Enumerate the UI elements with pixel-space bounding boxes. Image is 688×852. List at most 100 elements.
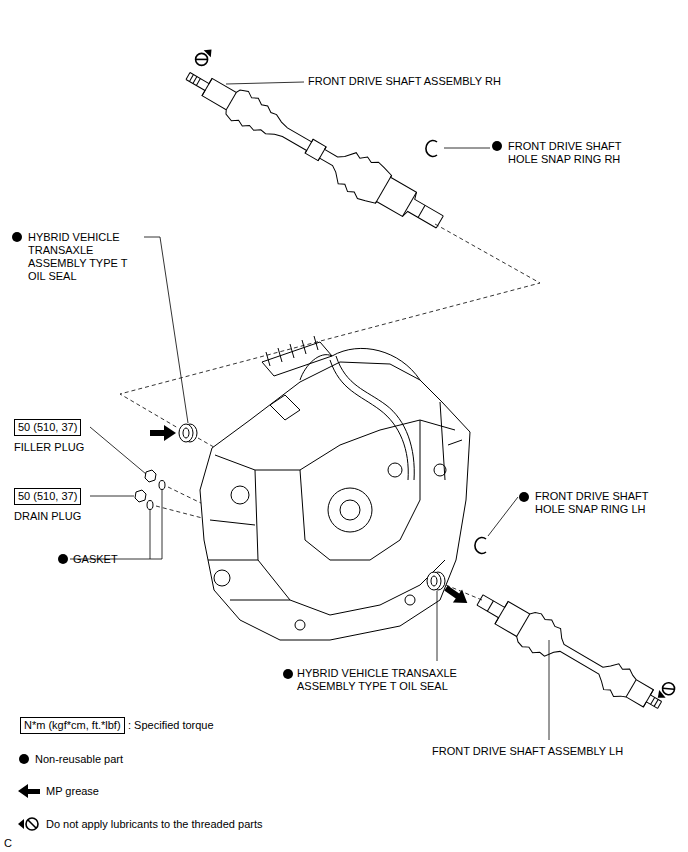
shaft-detail	[658, 701, 662, 708]
pipe	[332, 348, 420, 380]
shaft-outline	[482, 584, 669, 702]
snap-ring	[426, 141, 437, 157]
oil-seal	[179, 424, 193, 442]
shaft-detail	[654, 699, 658, 706]
part-name: FRONT DRIVE SHAFT HOLE SNAP RING RH	[508, 140, 633, 166]
shaft-detail	[626, 680, 636, 697]
torque-box: 50 (510, 37) DRAIN PLUG	[14, 488, 84, 523]
non-reusable-dot	[58, 554, 68, 564]
shaft-detail	[418, 205, 425, 217]
legend-torque-box: N*m (kgf*cm, ft.*lbf)	[20, 717, 127, 734]
oil-seal	[431, 576, 437, 586]
oil-seal	[183, 428, 189, 438]
leader-line	[70, 490, 162, 559]
no-lube-icon	[660, 680, 677, 697]
shaft-detail	[477, 595, 483, 605]
shaft-detail	[186, 73, 190, 80]
non-reusable-dot	[492, 141, 502, 151]
shaft-detail	[226, 92, 236, 109]
drive-shaft-lh	[470, 584, 669, 722]
wire-harness	[300, 355, 332, 380]
oil-seal	[179, 424, 445, 590]
leader-line	[549, 640, 550, 740]
grease-arrow	[150, 425, 176, 441]
transaxle-detail	[215, 420, 455, 470]
legend-symbol	[18, 754, 40, 830]
no-lube-icon	[654, 680, 677, 702]
gasket	[147, 501, 153, 510]
transaxle-detail	[231, 486, 249, 504]
leader-line	[90, 496, 134, 497]
legend-symbol	[19, 754, 29, 764]
legend-text: MP grease	[46, 785, 99, 798]
shaft-detail	[196, 79, 200, 86]
filler-plug	[145, 470, 156, 482]
pipe	[336, 356, 414, 480]
shaft-detail	[436, 216, 443, 228]
transaxle-housing	[200, 362, 470, 640]
part-name: HYBRID VEHICLE TRANSAXLE ASSEMBLY TYPE T…	[297, 667, 475, 693]
shaft-detail	[202, 78, 212, 95]
transaxle-detail	[300, 420, 420, 560]
torque-value: 50 (510, 37)	[14, 488, 81, 505]
shaft-detail	[193, 77, 197, 84]
transaxle-assembly	[200, 336, 470, 640]
part-name: FILLER PLUG	[14, 441, 87, 454]
legend-text: Non-reusable part	[35, 753, 123, 766]
non-reusable-dot	[12, 232, 22, 242]
grease-arrow	[150, 425, 472, 609]
shaft-detail	[305, 139, 313, 153]
shaft-detail	[517, 614, 530, 636]
part-name: FRONT DRIVE SHAFT ASSEMBLY RH	[308, 75, 568, 88]
wire-harness	[262, 342, 332, 376]
leader-line	[226, 82, 304, 84]
pipe	[330, 360, 408, 480]
transaxle-detail	[340, 500, 360, 520]
non-reusable-dot	[519, 492, 529, 502]
transaxle-detail	[270, 395, 300, 420]
shaft-detail	[376, 175, 392, 203]
gasket	[159, 481, 165, 490]
drain-plug	[135, 490, 146, 502]
shaft-outline	[177, 79, 437, 240]
figure-code: C	[4, 837, 24, 850]
shaft-detail	[473, 589, 666, 716]
transaxle-detail	[208, 520, 290, 600]
part-name: FRONT DRIVE SHAFT HOLE SNAP RING LH	[535, 490, 660, 516]
legend-symbol	[26, 818, 38, 830]
leader-line	[144, 237, 188, 423]
no-lube-icon	[193, 45, 216, 68]
shaft-detail	[651, 697, 655, 704]
legend-symbol	[28, 820, 36, 828]
shaft-detail	[487, 601, 493, 611]
legend-symbol	[18, 784, 40, 798]
grease-arrow	[441, 581, 471, 609]
leader-line	[90, 427, 146, 474]
plug	[135, 470, 165, 510]
transaxle-detail	[328, 488, 372, 532]
assembly-line	[168, 487, 205, 505]
wire-harness	[266, 336, 318, 366]
non-reusable-dot	[283, 669, 293, 679]
legend-text: Do not apply lubricants to the threaded …	[46, 818, 262, 831]
part-name: HYBRID VEHICLE TRANSAXLE ASSEMBLY TYPE T…	[28, 231, 136, 283]
no-lube-icon	[663, 683, 674, 694]
leader-line	[70, 82, 549, 740]
shaft-detail	[495, 601, 508, 623]
leader-line	[437, 591, 438, 661]
snap-ring	[426, 141, 486, 554]
torque-value: 50 (510, 37)	[14, 419, 81, 436]
transaxle-detail	[440, 402, 462, 480]
legend-symbol	[18, 818, 38, 830]
oil-seal	[427, 572, 441, 590]
legend-text: : Specified torque	[128, 719, 214, 732]
shaft-detail	[402, 192, 416, 216]
shaft-detail	[643, 690, 653, 707]
shaft-detail	[318, 147, 326, 161]
leader-line	[444, 148, 490, 149]
transaxle-detail	[388, 463, 402, 477]
legend-symbol	[18, 819, 24, 829]
part-name: DRAIN PLUG	[14, 510, 84, 523]
transaxle-detail	[405, 595, 415, 605]
